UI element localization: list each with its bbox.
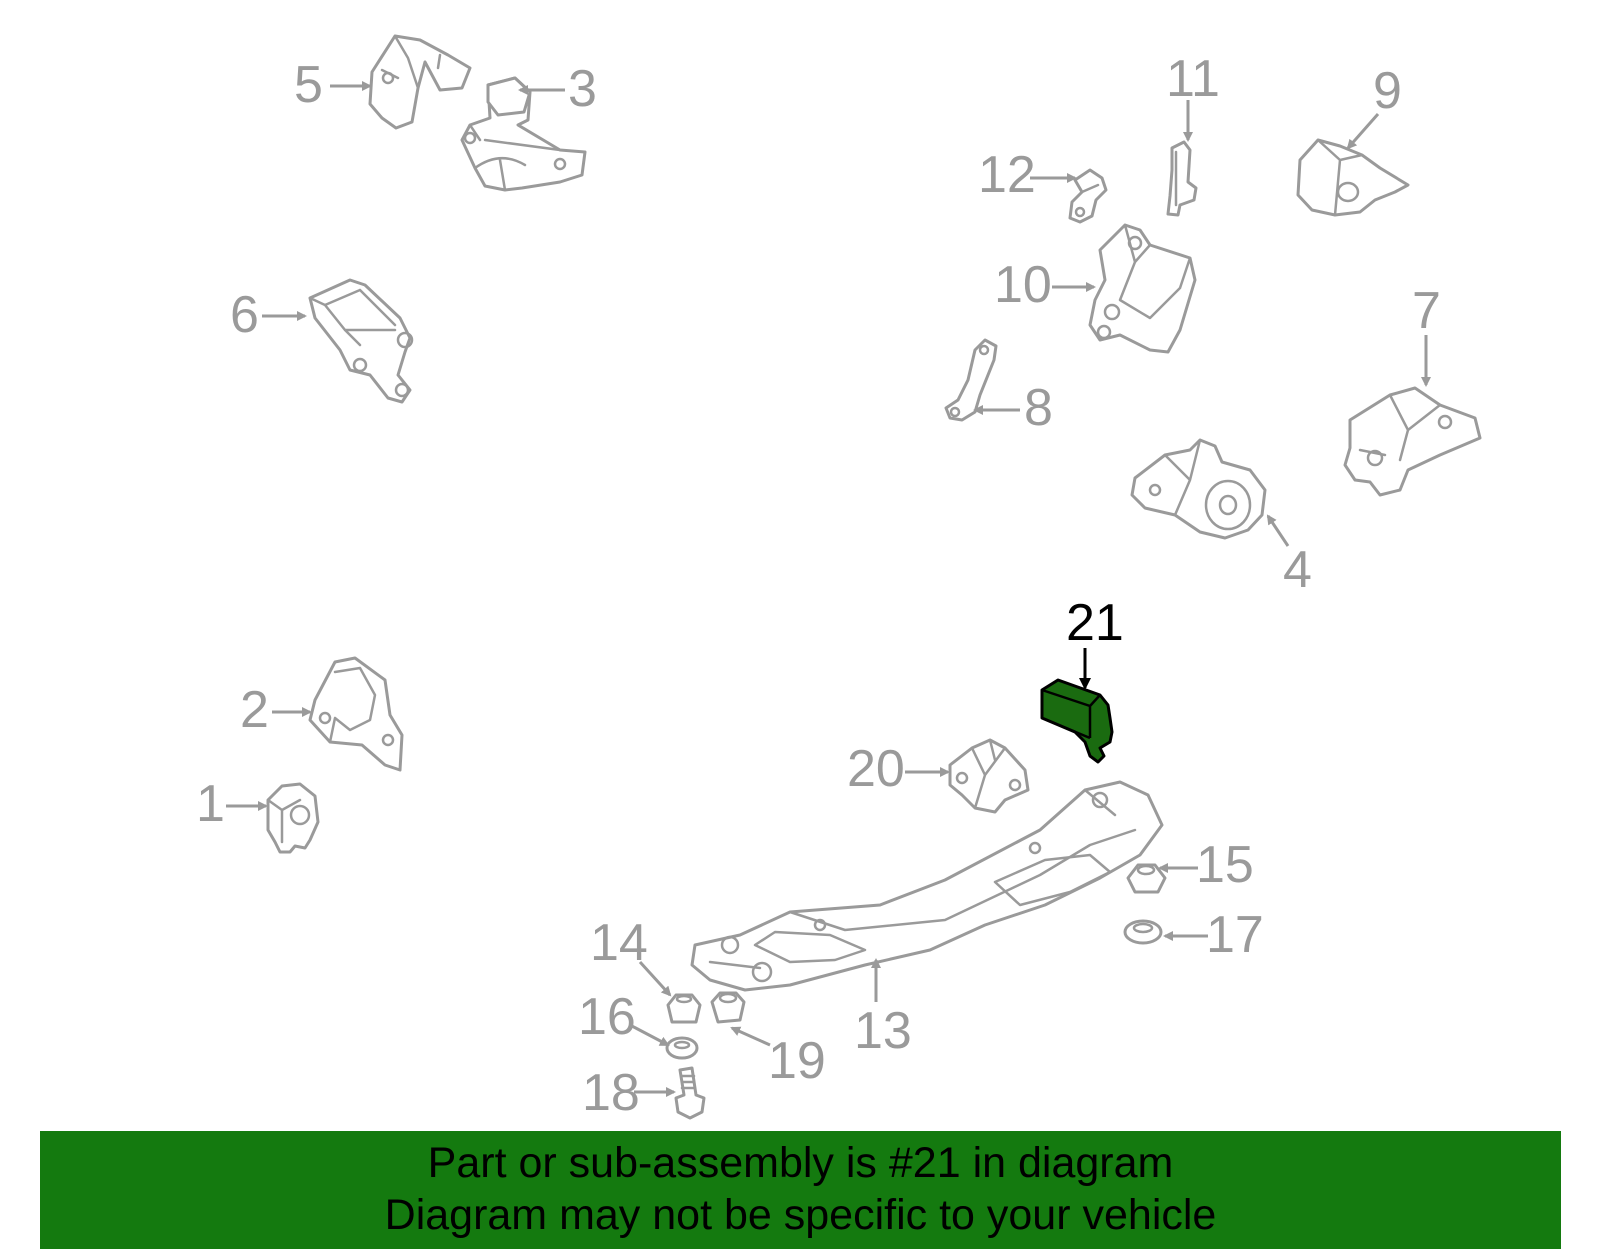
part-14-nut[interactable] bbox=[666, 993, 702, 1024]
label-18: 18 bbox=[582, 1064, 640, 1122]
part-17-washer[interactable] bbox=[1123, 919, 1163, 945]
label-10: 10 bbox=[994, 256, 1052, 314]
part-16-washer[interactable] bbox=[665, 1036, 699, 1060]
part-2-bracket[interactable] bbox=[308, 656, 404, 772]
label-5: 5 bbox=[294, 56, 323, 114]
leader-19 bbox=[730, 1026, 771, 1047]
part-13-crossmember[interactable] bbox=[690, 780, 1164, 992]
label-3: 3 bbox=[568, 60, 597, 118]
part-6-mount-bracket[interactable] bbox=[308, 278, 414, 404]
part-20-bracket[interactable] bbox=[948, 738, 1030, 814]
banner-line-1: Part or sub-assembly is #21 in diagram bbox=[427, 1139, 1174, 1187]
banner-line-2: Diagram may not be specific to your vehi… bbox=[384, 1191, 1217, 1239]
part-8-link[interactable] bbox=[944, 338, 998, 422]
part-19-bushing[interactable] bbox=[710, 991, 746, 1024]
label-20: 20 bbox=[847, 740, 905, 798]
part-3-engine-mount[interactable] bbox=[460, 76, 587, 192]
label-14: 14 bbox=[590, 914, 648, 972]
part-15-nut[interactable] bbox=[1126, 863, 1167, 894]
label-11: 11 bbox=[1166, 50, 1220, 108]
part-1-insulator[interactable] bbox=[266, 782, 320, 854]
label-15: 15 bbox=[1196, 836, 1254, 894]
label-16: 16 bbox=[578, 988, 636, 1046]
label-17: 17 bbox=[1206, 906, 1264, 964]
part-18-bolt[interactable] bbox=[674, 1066, 706, 1120]
part-12-small-bracket[interactable] bbox=[1068, 168, 1108, 224]
label-9: 9 bbox=[1373, 62, 1402, 120]
label-21: 21 bbox=[1066, 594, 1124, 652]
label-7: 7 bbox=[1412, 282, 1441, 340]
label-4: 4 bbox=[1283, 541, 1312, 599]
label-12: 12 bbox=[978, 146, 1036, 204]
leader-14 bbox=[638, 960, 672, 997]
part-11-rod[interactable] bbox=[1166, 140, 1198, 217]
leader-4 bbox=[1266, 514, 1290, 547]
label-8: 8 bbox=[1024, 379, 1053, 437]
leader-9 bbox=[1346, 113, 1380, 150]
label-6: 6 bbox=[230, 286, 259, 344]
part-10-bracket[interactable] bbox=[1088, 223, 1197, 354]
part-5-bracket[interactable] bbox=[368, 34, 472, 130]
part-7-mount[interactable] bbox=[1343, 386, 1482, 497]
info-banner: Part or sub-assembly is #21 in diagram D… bbox=[40, 1131, 1561, 1249]
label-1: 1 bbox=[196, 775, 225, 833]
label-13: 13 bbox=[854, 1002, 912, 1060]
part-4-mount[interactable] bbox=[1130, 438, 1267, 540]
part-9-mount[interactable] bbox=[1296, 138, 1410, 217]
label-19: 19 bbox=[768, 1032, 826, 1090]
label-2: 2 bbox=[240, 681, 269, 739]
part-21-highlighted[interactable] bbox=[1040, 678, 1114, 764]
leader-16 bbox=[629, 1023, 670, 1047]
